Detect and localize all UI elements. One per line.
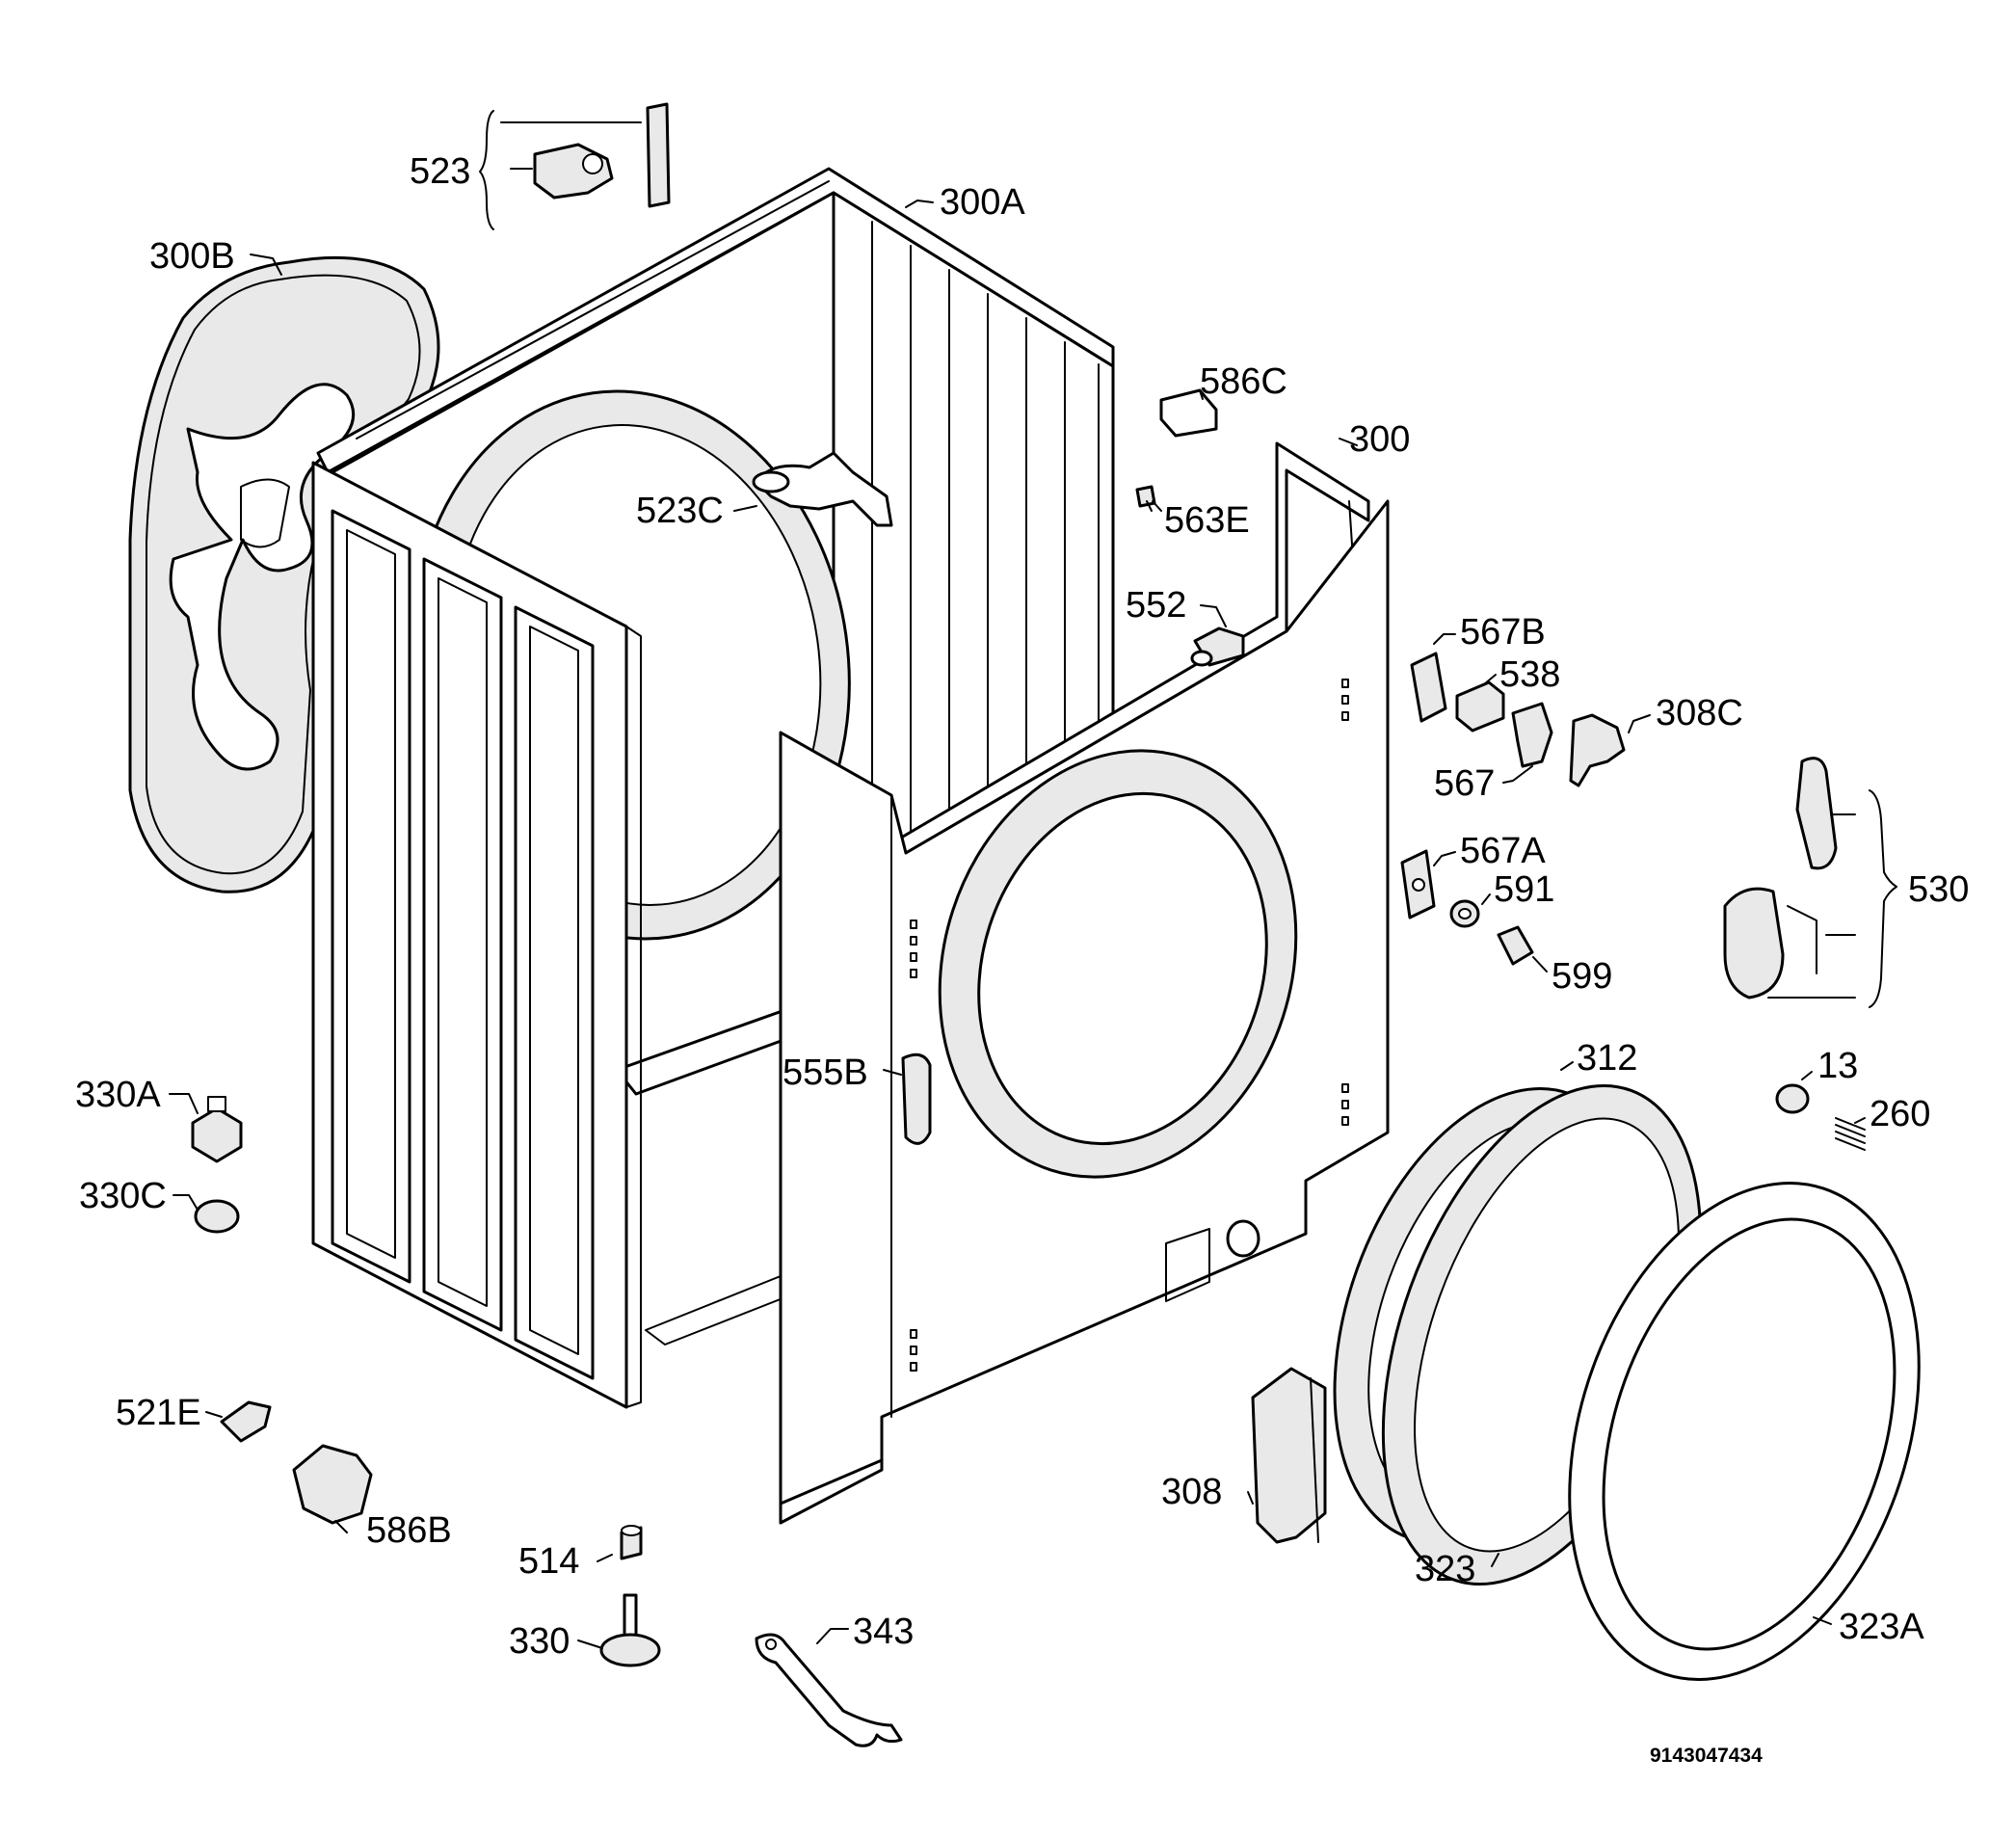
- part-591-washer: [1449, 899, 1480, 928]
- document-number: 9143047434: [1650, 1745, 1763, 1767]
- callout-586b: 586B: [366, 1510, 452, 1551]
- callout-586c: 586C: [1200, 361, 1287, 402]
- part-567b-plate: [1410, 652, 1447, 723]
- callout-530: 530: [1908, 869, 1969, 910]
- part-599-knob: [1497, 925, 1534, 966]
- callout-323: 323: [1415, 1549, 1475, 1589]
- part-308-hinge: [1251, 1367, 1327, 1544]
- callout-312: 312: [1577, 1038, 1637, 1079]
- part-563e-screw: [1135, 485, 1156, 512]
- leader-lines: [169, 110, 1897, 1649]
- callout-labels: 523 300A 300B 586C 300 523C 563E 552 567…: [75, 151, 1969, 1767]
- callout-555b: 555B: [783, 1053, 868, 1093]
- part-343-wrench: [755, 1633, 903, 1747]
- part-530-handle: [1723, 757, 1856, 999]
- callout-308c: 308C: [1656, 693, 1743, 733]
- part-567-bracket: [1511, 702, 1553, 768]
- part-586b-holder: [292, 1444, 373, 1525]
- part-260-spring: [1835, 1117, 1866, 1151]
- callout-567a: 567A: [1460, 831, 1546, 871]
- callout-330a: 330A: [75, 1075, 161, 1115]
- part-left-side-panel: [311, 461, 642, 1409]
- part-521e-clip: [220, 1400, 272, 1443]
- part-552-hinge: [1190, 626, 1245, 667]
- callout-538: 538: [1499, 654, 1560, 695]
- callout-343: 343: [853, 1612, 914, 1652]
- part-514-pin: [620, 1525, 643, 1560]
- part-330-foot: [599, 1593, 661, 1667]
- part-front-panel: [779, 499, 1390, 1525]
- callout-300b: 300B: [149, 236, 235, 277]
- callout-552: 552: [1126, 585, 1186, 626]
- callout-599: 599: [1552, 956, 1612, 997]
- callout-563e: 563E: [1164, 500, 1250, 541]
- part-330c-cap: [194, 1199, 240, 1234]
- callout-514: 514: [518, 1541, 579, 1582]
- part-538-block: [1455, 680, 1505, 733]
- callout-260: 260: [1870, 1094, 1930, 1134]
- callout-591: 591: [1494, 869, 1554, 910]
- callout-300: 300: [1349, 419, 1410, 460]
- part-567a-plate: [1400, 849, 1436, 920]
- callout-13: 13: [1817, 1046, 1858, 1086]
- part-523-bracket: [500, 102, 671, 208]
- part-555b-slot: [901, 1053, 932, 1145]
- part-523c-hook: [752, 451, 893, 527]
- part-323a-outer-ring: [1568, 1182, 1921, 1681]
- callout-521e: 521E: [116, 1393, 201, 1433]
- callout-523c: 523C: [636, 491, 724, 531]
- part-13-bushing: [1775, 1083, 1810, 1114]
- callout-300a: 300A: [940, 182, 1025, 223]
- callout-523: 523: [410, 151, 470, 192]
- part-308c-catch: [1569, 713, 1626, 787]
- callout-323a: 323A: [1839, 1607, 1924, 1647]
- callout-330: 330: [509, 1621, 570, 1662]
- callout-330c: 330C: [79, 1176, 167, 1216]
- callout-308: 308: [1161, 1472, 1222, 1512]
- callout-567b: 567B: [1460, 612, 1546, 653]
- part-330a-nut: [191, 1096, 243, 1163]
- part-300b-rear-gasket: [128, 255, 440, 893]
- callout-567: 567: [1434, 763, 1495, 804]
